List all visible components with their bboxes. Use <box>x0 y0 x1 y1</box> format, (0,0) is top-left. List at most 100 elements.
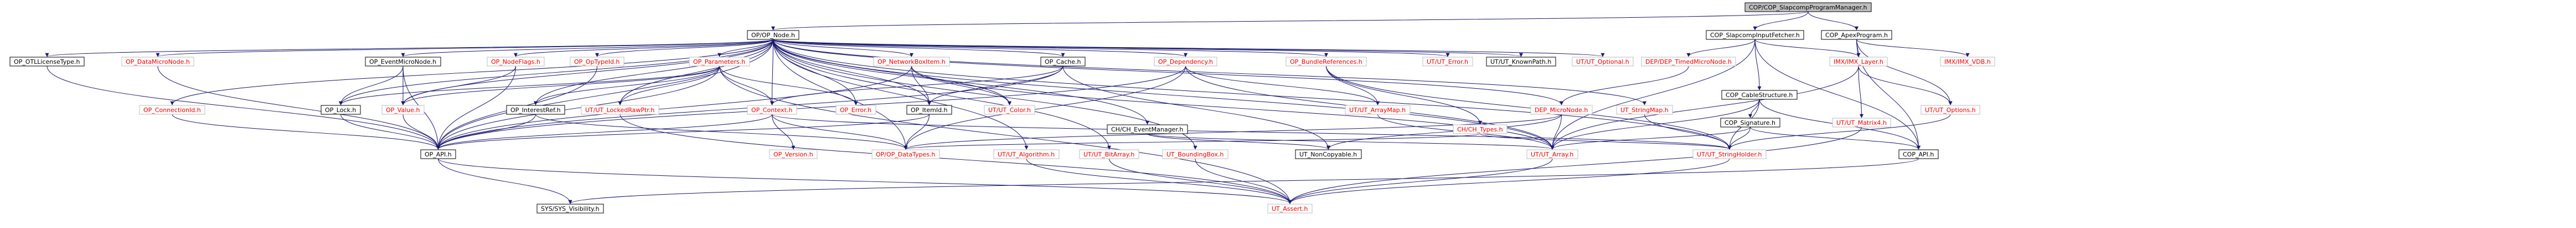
node-op-lock[interactable]: OP_Lock.h <box>321 105 361 115</box>
edge-cop_node-to-ut_knownpath <box>773 39 1523 57</box>
edge-itemid-to-op_api <box>436 114 930 150</box>
node-op-network-box-item[interactable]: OP_NetworkBoxItem.h <box>873 57 950 67</box>
edge-dep_timedmicro-to-dep_micro <box>1560 65 1689 105</box>
edge-otl-to-op_api <box>47 65 440 150</box>
node-op-parameters[interactable]: OP_Parameters.h <box>689 57 750 67</box>
edge-ch_eventmgr-to-ut_array <box>1147 133 1555 150</box>
edge-cop_api-to-sys_visibility <box>568 158 1919 204</box>
node-imx-layer[interactable]: IMX/IMX_Layer.h <box>1829 57 1888 67</box>
node-cop-slapcomp-input-fetcher[interactable]: COP_SlapcompInputFetcher.h <box>1706 30 1804 40</box>
edge-ut_boundingbox-to-ut_assert <box>1195 158 1292 204</box>
node-ut-matrix4[interactable]: UT/UT_Matrix4.h <box>1832 118 1891 128</box>
node-op-data-micro-node[interactable]: OP_DataMicroNode.h <box>121 57 194 67</box>
node-op-value[interactable]: OP_Value.h <box>381 105 425 115</box>
node-op-connection-id[interactable]: OP_ConnectionId.h <box>139 105 205 115</box>
node-label: IMX/IMX_Layer.h <box>1834 58 1883 65</box>
node-label: OP/OP_DataTypes.h <box>876 151 936 158</box>
node-ut-error[interactable]: UT/UT_Error.h <box>1422 57 1473 67</box>
node-dep-timed-micro-node[interactable]: DEP/DEP_TimedMicroNode.h <box>1641 57 1736 67</box>
node-label: SYS/SYS_Visibility.h <box>541 205 600 212</box>
node-cop-apex-program[interactable]: COP_ApexProgram.h <box>1821 30 1892 40</box>
node-ut-color[interactable]: UT/UT_Color.h <box>984 105 1035 115</box>
node-label: OP_Value.h <box>386 107 420 114</box>
node-op-otl-license-type[interactable]: OP_OTLLicenseType.h <box>9 57 85 67</box>
node-op-node-flags[interactable]: OP_NodeFlags.h <box>487 57 545 67</box>
node-ut-locked-raw-ptr[interactable]: UT/UT_LockedRawPtr.h <box>581 105 659 115</box>
edge-slap_fetcher-to-imx_layer <box>1754 39 1861 57</box>
node-op-event-micro-node[interactable]: OP_EventMicroNode.h <box>365 57 441 67</box>
node-label: UT/UT_LockedRawPtr.h <box>585 107 654 114</box>
edge-cop_node-to-nodeflags <box>514 39 773 57</box>
node-ut-options[interactable]: UT/UT_Options.h <box>1921 105 1980 115</box>
node-label: OP_NetworkBoxItem.h <box>877 58 946 65</box>
edge-op_api-to-ut_assert <box>438 158 1292 204</box>
node-label: COP_Signature.h <box>1725 119 1775 126</box>
edge-cop_node-to-parameters <box>717 39 773 57</box>
node-label: COP_CableStructure.h <box>1726 92 1793 99</box>
node-label: OP_BundleReferences.h <box>1290 58 1362 65</box>
node-ut-non-copyable[interactable]: UT_NonCopyable.h <box>1295 149 1362 159</box>
edge-root-to-slap_fetcher <box>1753 11 1809 31</box>
node-ut-string-map[interactable]: UT_StringMap.h <box>1616 105 1673 115</box>
edge-cop_node-to-ut_stringholder <box>773 39 1732 150</box>
node-label: UT/UT_Algorithm.h <box>998 151 1055 158</box>
node-label: UT/UT_ArrayMap.h <box>1349 107 1406 114</box>
edge-cop_node-to-ut_bitarray <box>773 39 1111 150</box>
edge-cop_node-to-op_error <box>773 39 858 105</box>
edge-ut_matrix4-to-ut_assert <box>1288 126 1862 204</box>
edge-ch_types-to-ut_stringholder <box>1480 133 1732 150</box>
node-ut-bit-array[interactable]: UT/UT_BitArray.h <box>1079 149 1139 159</box>
node-op-cache[interactable]: OP_Cache.h <box>1040 57 1086 67</box>
node-label: IMX/IMX_VDB.h <box>1944 58 1991 65</box>
node-label: OP_Cache.h <box>1045 58 1081 65</box>
node-label: OP_OpTypeId.h <box>574 58 620 65</box>
node-op-optypeid[interactable]: OP_OpTypeId.h <box>570 57 624 67</box>
node-label: UT/UT_KnownPath.h <box>1490 58 1551 65</box>
edge-cache-to-ut_noncopyable <box>1062 65 1330 150</box>
edge-connectionid-to-op_api <box>172 114 440 150</box>
node-sys-visibility[interactable]: SYS/SYS_Visibility.h <box>536 204 604 214</box>
node-ch-types[interactable]: CH/CH_Types.h <box>1453 124 1508 134</box>
node-label: OP_Context.h <box>751 107 792 114</box>
node-op-version[interactable]: OP_Version.h <box>769 149 818 159</box>
node-op-node[interactable]: OP/OP_Node.h <box>747 30 799 40</box>
node-op-data-types[interactable]: OP/OP_DataTypes.h <box>871 149 940 159</box>
node-cop-signature[interactable]: COP_Signature.h <box>1720 118 1780 128</box>
edge-cop_node-to-cache <box>773 39 1065 57</box>
edge-cop_node-to-op_datatypes <box>773 39 908 150</box>
edge-cop_node-to-dep_micro <box>773 39 1563 105</box>
edge-cache-to-itemid <box>927 65 1064 105</box>
node-ut-bounding-box[interactable]: UT_BoundingBox.h <box>1162 149 1228 159</box>
node-ut-assert[interactable]: UT_Assert.h <box>1267 204 1313 214</box>
node-op-error[interactable]: OP_Error.h <box>835 105 876 115</box>
node-op-item-id[interactable]: OP_ItemId.h <box>906 105 952 115</box>
node-ch-event-manager[interactable]: CH/CH_EventManager.h <box>1107 124 1188 134</box>
node-cop-cable-structure[interactable]: COP_CableStructure.h <box>1721 90 1798 100</box>
node-ut-known-path[interactable]: UT/UT_KnownPath.h <box>1486 57 1556 67</box>
node-label: UT/UT_Options.h <box>1925 107 1976 114</box>
node-ut-string-holder[interactable]: UT/UT_StringHolder.h <box>1692 149 1767 159</box>
edge-cop_node-to-optyped <box>595 39 773 57</box>
node-imx-vdb[interactable]: IMX/IMX_VDB.h <box>1940 57 1995 67</box>
node-label: UT/UT_StringHolder.h <box>1697 151 1762 158</box>
node-label: UT/UT_Matrix4.h <box>1836 119 1887 126</box>
node-label: OP_Parameters.h <box>693 58 745 65</box>
edge-cache-to-context <box>770 65 1064 105</box>
node-ut-algorithm[interactable]: UT/UT_Algorithm.h <box>993 149 1060 159</box>
node-dep-micro-node[interactable]: DEP_MicroNode.h <box>1530 105 1593 115</box>
edge-context-to-op_api <box>436 114 772 150</box>
edge-lock-to-op_api <box>340 114 440 150</box>
node-op-api[interactable]: OP_API.h <box>420 149 456 159</box>
edge-cop_node-to-eventmicro <box>401 39 773 57</box>
node-ut-array[interactable]: UT/UT_Array.h <box>1526 149 1578 159</box>
node-cop-api[interactable]: COP_API.h <box>1898 149 1939 159</box>
node-cop-slapcomp-program-manager[interactable]: COP/COP_SlapcompProgramManager.h <box>1744 2 1872 12</box>
node-ut-array-map[interactable]: UT/UT_ArrayMap.h <box>1345 105 1411 115</box>
edge-ch_types-to-op_datatypes <box>904 133 1480 150</box>
node-op-bundle-references[interactable]: OP_BundleReferences.h <box>1286 57 1367 67</box>
node-op-interest-ref[interactable]: OP_InterestRef.h <box>506 105 565 115</box>
edge-cop_node-to-ut_error <box>773 39 1449 57</box>
node-op-dependency[interactable]: OP_Dependency.h <box>1154 57 1217 67</box>
node-op-context[interactable]: OP_Context.h <box>747 105 797 115</box>
node-ut-optional[interactable]: UT/UT_Optional.h <box>1572 57 1634 67</box>
